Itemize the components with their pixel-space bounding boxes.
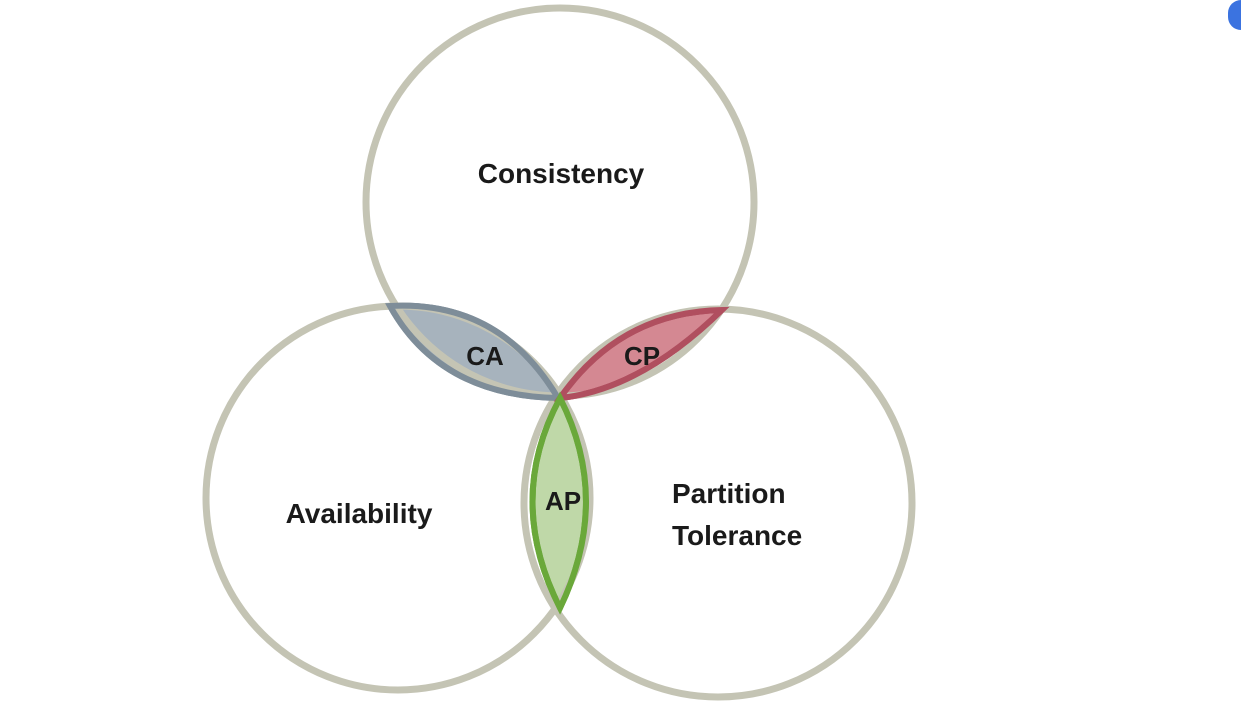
label-cp: CP [624, 341, 660, 371]
lens-ap-outline [529, 391, 589, 615]
label-consistency: Consistency [478, 158, 645, 189]
label-availability: Availability [286, 498, 433, 529]
label-ap: AP [545, 486, 581, 516]
label-tolerance: Tolerance [672, 520, 802, 551]
label-partition: Partition [672, 478, 786, 509]
corner-badge-icon[interactable] [1228, 0, 1241, 30]
circle-consistency [362, 4, 758, 400]
label-ca: CA [466, 341, 504, 371]
